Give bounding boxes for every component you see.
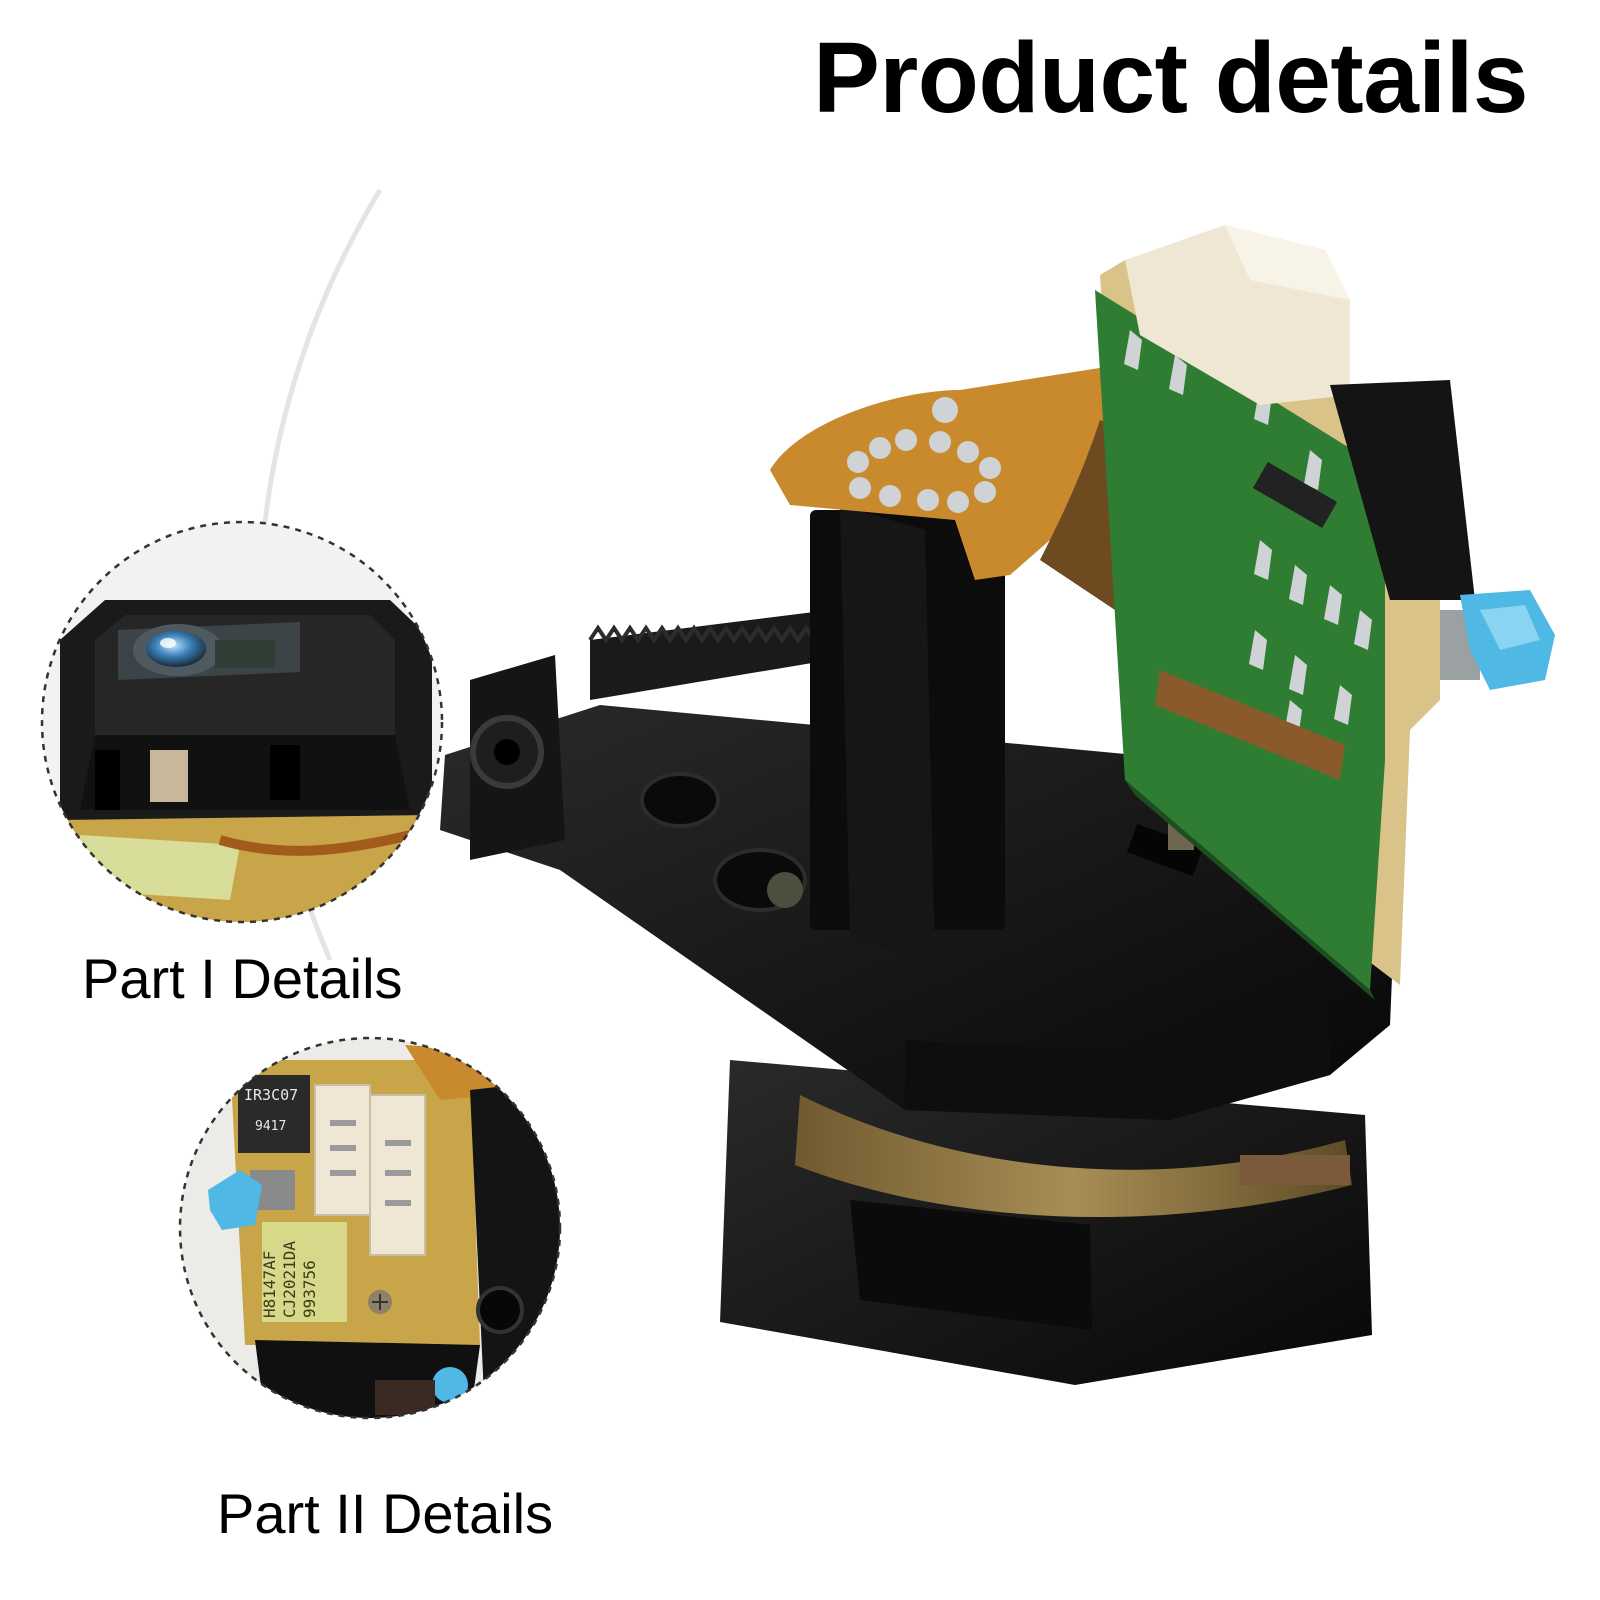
chip-code: 9417 [255, 1119, 286, 1134]
detail-two-inset: IR3C07 9417 H8147AF CJ2021DA 993756 [178, 1036, 562, 1420]
board-label-line-3: 993756 [300, 1260, 319, 1318]
page-title: Product details [813, 22, 1528, 134]
ic-chip [238, 1075, 310, 1153]
part-two-caption: Part II Details [217, 1482, 554, 1545]
detail-one-frame [40, 520, 444, 924]
optical-pickup-assembly [440, 225, 1555, 1385]
chip-marking: IR3C07 [244, 1086, 298, 1104]
detail-two-frame [178, 1036, 562, 1420]
board-label-line-2: CJ2021DA [280, 1241, 299, 1318]
board-label-line-1: H8147AF [260, 1251, 279, 1318]
gold-frame [795, 1095, 1352, 1218]
part-one-caption: Part I Details [82, 947, 403, 1010]
detail-one-inset [40, 520, 444, 924]
